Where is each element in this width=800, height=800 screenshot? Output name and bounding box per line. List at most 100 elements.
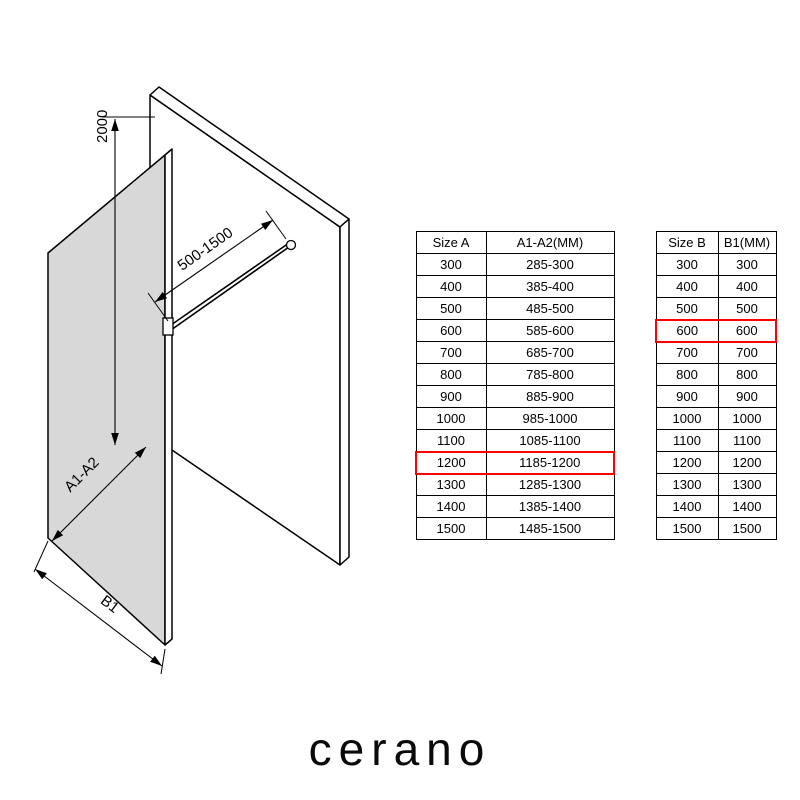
table-cell: 1100 — [415, 429, 487, 452]
table-cell: 800 — [655, 363, 719, 386]
table-cell: 1000 — [655, 407, 719, 430]
table-cell: 400 — [717, 275, 777, 298]
column-header: A1-A2(MM) — [485, 231, 615, 254]
table-cell: 1285-1300 — [485, 473, 615, 496]
wall-right-edge — [339, 218, 350, 566]
table-cell: 785-800 — [485, 363, 615, 386]
table-cell: 1400 — [717, 495, 777, 518]
column-header: Size B — [655, 231, 719, 254]
table-cell: 1185-1200 — [485, 450, 615, 475]
table-cell: 985-1000 — [485, 407, 615, 430]
table-cell: 900 — [717, 385, 777, 408]
brand-logo: cerano — [308, 723, 492, 775]
height-dimension-label: 2000 — [94, 110, 111, 143]
table-cell: 1000 — [415, 407, 487, 430]
table-cell: 585-600 — [485, 319, 615, 342]
wall-profile — [164, 148, 173, 646]
table-cell: 1100 — [655, 429, 719, 452]
table-cell: 300 — [717, 253, 777, 276]
table-cell: 600 — [655, 318, 719, 343]
bar-extension-lines — [147, 210, 287, 322]
table-cell: 600 — [415, 319, 487, 342]
base-extension-lines — [33, 540, 166, 675]
table-cell: 285-300 — [485, 253, 615, 276]
table-cell: 1500 — [717, 517, 777, 540]
table-cell: 1300 — [717, 473, 777, 496]
glass-panel — [47, 154, 166, 646]
table-cell: 500 — [717, 297, 777, 320]
table-cell: 1485-1500 — [485, 517, 615, 540]
table-cell: 485-500 — [485, 297, 615, 320]
table-cell: 800 — [415, 363, 487, 386]
bar-wall-mount — [285, 239, 297, 251]
column-header: B1(MM) — [717, 231, 777, 254]
width-dimension-line — [51, 446, 147, 542]
wall-panel — [149, 94, 341, 566]
table-cell: 900 — [655, 385, 719, 408]
table-cell: 1200 — [717, 451, 777, 474]
table-cell: 685-700 — [485, 341, 615, 364]
table-cell: 700 — [415, 341, 487, 364]
table-cell: 700 — [655, 341, 719, 364]
table-cell: 385-400 — [485, 275, 615, 298]
table-cell: 500 — [655, 297, 719, 320]
table-cell: 700 — [717, 341, 777, 364]
table-cell: 1400 — [415, 495, 487, 518]
table-cell: 1400 — [655, 495, 719, 518]
table-cell: 400 — [415, 275, 487, 298]
table-cell: 885-900 — [485, 385, 615, 408]
table-cell: 800 — [717, 363, 777, 386]
column-header: Size A — [415, 231, 487, 254]
table-cell: 300 — [415, 253, 487, 276]
table-cell: 400 — [655, 275, 719, 298]
table-cell: 1000 — [717, 407, 777, 430]
table-cell: 1500 — [415, 517, 487, 540]
bar-dimension-line — [154, 219, 274, 303]
table-cell: 1385-1400 — [485, 495, 615, 518]
base-dimension-line — [34, 568, 163, 667]
bar-glass-bracket — [162, 317, 174, 336]
table-cell: 1500 — [655, 517, 719, 540]
table-cell: 1085-1100 — [485, 429, 615, 452]
table-cell: 1200 — [655, 451, 719, 474]
table-cell: 1300 — [655, 473, 719, 496]
technical-diagram: 2000 500-1500 A1-A2 B1 — [33, 86, 350, 675]
table-cell: 600 — [717, 318, 777, 343]
table-cell: 900 — [415, 385, 487, 408]
table-cell: 500 — [415, 297, 487, 320]
table-cell: 300 — [655, 253, 719, 276]
table-cell: 1100 — [717, 429, 777, 452]
table-cell: 1200 — [415, 450, 487, 475]
